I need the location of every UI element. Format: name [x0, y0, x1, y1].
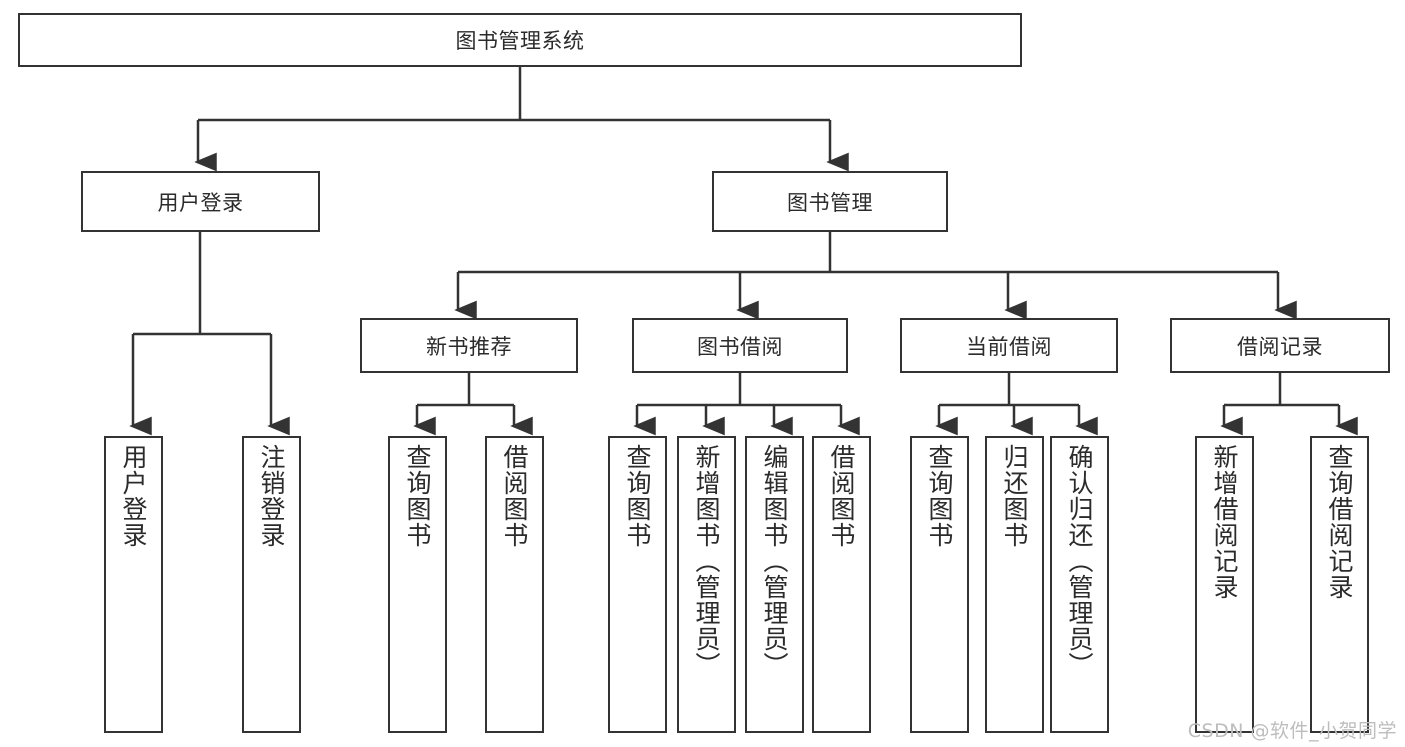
leaf-query-books-recommend[interactable]: 查询图书: [388, 436, 447, 733]
node-user-login[interactable]: 用户登录: [81, 171, 320, 232]
node-label: 新书推荐: [426, 334, 512, 359]
leaf-label: 查询借阅记录: [1325, 444, 1354, 600]
node-label: 借阅记录: [1237, 334, 1323, 359]
leaf-label: 确认归还（管理员）: [1065, 444, 1094, 678]
node-label: 用户登录: [157, 190, 244, 215]
leaf-add-book-admin[interactable]: 新增图书（管理员）: [677, 436, 736, 733]
leaf-label: 新增借阅记录: [1210, 444, 1239, 600]
leaf-query-borrow-record[interactable]: 查询借阅记录: [1310, 436, 1369, 733]
leaf-label: 查询图书: [403, 444, 432, 548]
leaf-query-books-borrow[interactable]: 查询图书: [608, 436, 667, 733]
node-label: 图书借阅: [697, 334, 783, 359]
leaf-confirm-return-admin[interactable]: 确认归还（管理员）: [1050, 436, 1109, 733]
leaf-logout[interactable]: 注销登录: [242, 436, 301, 733]
node-label: 图书管理: [787, 190, 873, 215]
leaf-label: 借阅图书: [827, 444, 856, 548]
leaf-add-borrow-record[interactable]: 新增借阅记录: [1195, 436, 1254, 733]
leaf-borrow-books[interactable]: 借阅图书: [812, 436, 871, 733]
leaf-label: 注销登录: [257, 444, 286, 548]
leaf-label: 编辑图书（管理员）: [760, 444, 789, 678]
leaf-label: 查询图书: [925, 444, 954, 548]
node-label: 当前借阅: [966, 334, 1052, 359]
leaf-label: 借阅图书: [500, 444, 529, 548]
leaf-borrow-books-recommend[interactable]: 借阅图书: [485, 436, 544, 733]
node-book-borrow[interactable]: 图书借阅: [632, 318, 848, 373]
leaf-edit-book-admin[interactable]: 编辑图书（管理员）: [745, 436, 804, 733]
watermark: CSDN @软件_小贺同学: [1187, 720, 1397, 742]
leaf-query-books-current[interactable]: 查询图书: [910, 436, 969, 733]
leaf-label: 查询图书: [623, 444, 652, 548]
node-label: 图书管理系统: [455, 29, 585, 53]
node-book-management[interactable]: 图书管理: [712, 171, 948, 232]
leaf-label: 归还图书: [1000, 444, 1029, 548]
leaf-label: 用户登录: [119, 444, 148, 548]
node-borrow-record[interactable]: 借阅记录: [1170, 318, 1390, 373]
leaf-label: 新增图书（管理员）: [692, 444, 721, 678]
leaf-return-books[interactable]: 归还图书: [985, 436, 1044, 733]
leaf-user-login[interactable]: 用户登录: [104, 436, 163, 733]
node-root[interactable]: 图书管理系统: [18, 13, 1022, 67]
node-new-book-recommend[interactable]: 新书推荐: [360, 318, 578, 373]
node-current-borrow[interactable]: 当前借阅: [900, 318, 1118, 373]
